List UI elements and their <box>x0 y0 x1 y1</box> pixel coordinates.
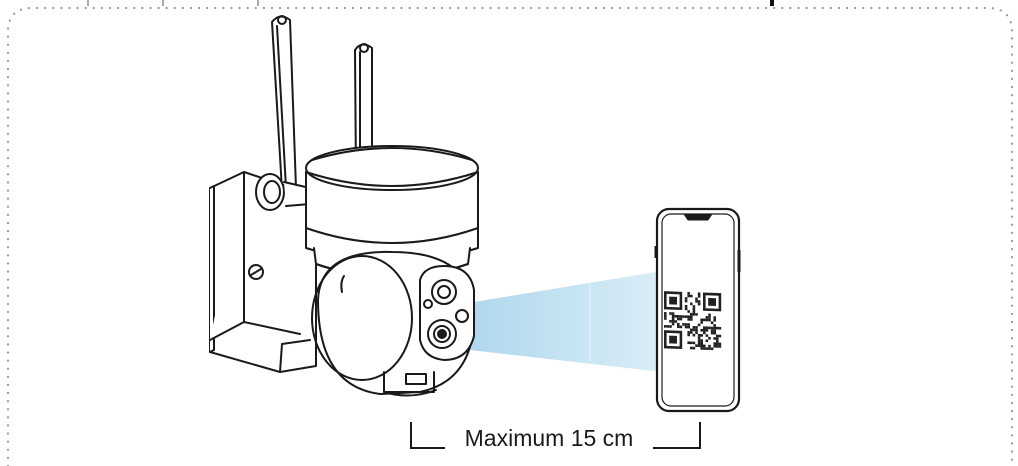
distance-label: Maximum 15 cm <box>465 425 634 451</box>
camera-lens-module <box>419 265 475 361</box>
antenna-front <box>271 15 297 191</box>
qr-code <box>664 291 722 351</box>
label-backdrop <box>445 424 653 454</box>
camera-view-beam <box>462 268 680 374</box>
smartphone <box>654 207 741 413</box>
antenna-joint <box>255 173 311 211</box>
wall-mount-bracket <box>209 171 317 373</box>
ptz-camera <box>209 15 479 397</box>
dotted-frame <box>6 0 1014 466</box>
camera-top-housing <box>305 145 479 263</box>
